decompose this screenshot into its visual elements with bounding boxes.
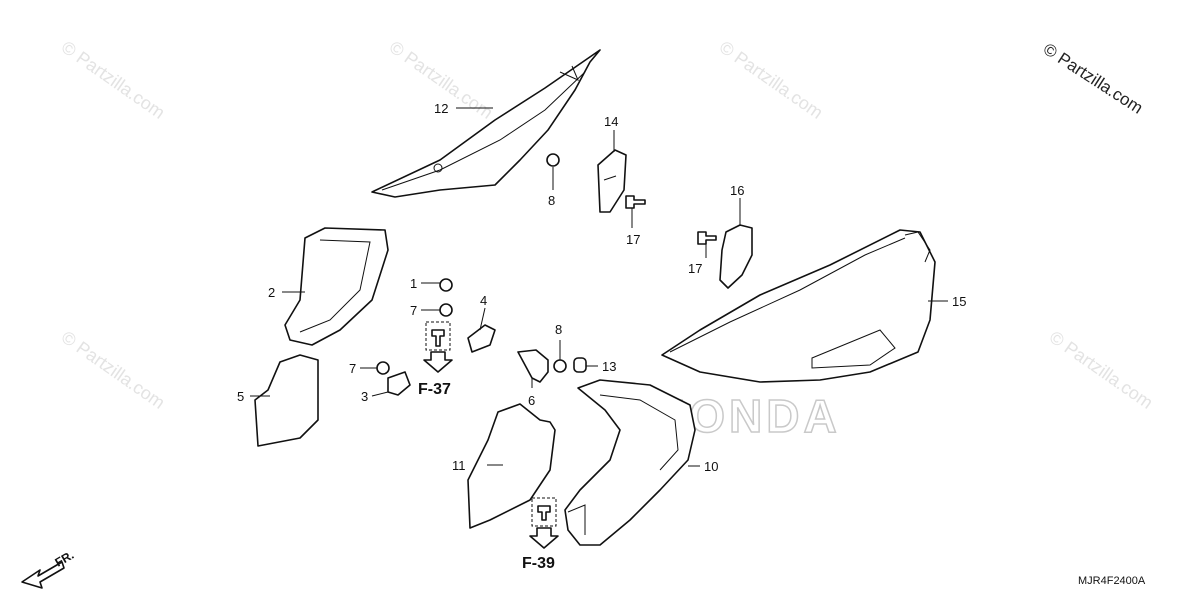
screw-f39[interactable]: [537, 505, 551, 521]
bracket-6[interactable]: [517, 349, 549, 383]
watermarks: © Partzilla.com © Partzilla.com © Partzi…: [58, 37, 1157, 413]
callout-8b: 8: [555, 322, 562, 337]
callout-15: 15: [952, 294, 966, 309]
grommet-8b[interactable]: [553, 359, 567, 373]
part-15-side-cover[interactable]: [661, 229, 936, 383]
bolt-17a[interactable]: [625, 195, 646, 209]
callout-8a: 8: [548, 193, 555, 208]
reference-f39: F-39: [522, 497, 559, 572]
part-12-rear-cowl[interactable]: [371, 49, 601, 198]
bracket-3[interactable]: [387, 371, 411, 396]
callout-10: 10: [704, 459, 718, 474]
grommet-7a[interactable]: [439, 303, 453, 317]
grommet-7b[interactable]: [376, 361, 390, 375]
grommet-8a[interactable]: [546, 153, 560, 167]
callout-7a: 7: [410, 303, 417, 318]
reference-f37: F-37: [418, 321, 453, 398]
part-14-cover[interactable]: [597, 149, 627, 213]
copyright-text: © Partzilla.com: [1040, 39, 1146, 117]
callout-14: 14: [604, 114, 618, 129]
callout-4: 4: [480, 293, 487, 308]
part-11-side-pad[interactable]: [467, 403, 556, 529]
watermark-text: © Partzilla.com: [716, 37, 827, 123]
ref-label-f39: F-39: [522, 555, 555, 572]
grommet-1[interactable]: [439, 278, 453, 292]
callout-17a: 17: [626, 232, 640, 247]
part-16-emblem[interactable]: [719, 224, 753, 289]
watermark-text: © Partzilla.com: [1046, 327, 1157, 413]
part-2-inner-panel[interactable]: [284, 227, 389, 346]
bracket-4[interactable]: [467, 324, 496, 353]
watermark-text: © Partzilla.com: [58, 37, 169, 123]
leader-lines: [250, 107, 948, 467]
callout-17b: 17: [688, 261, 702, 276]
callout-1: 1: [410, 276, 417, 291]
callout-11: 11: [452, 458, 466, 473]
callout-5: 5: [237, 389, 244, 404]
bolt-17b[interactable]: [697, 231, 717, 245]
hardware: [376, 153, 717, 521]
callout-7b: 7: [349, 361, 356, 376]
diagram-code: MJR4F2400A: [1078, 575, 1146, 587]
callouts: 12 2 5 11 10 15 14 16 8 8 17 17 1 7 7 3 …: [237, 101, 966, 474]
callout-3: 3: [361, 389, 368, 404]
callout-16: 16: [730, 183, 744, 198]
ref-label-f37: F-37: [418, 381, 451, 398]
callout-12: 12: [434, 101, 448, 116]
callout-2: 2: [268, 285, 275, 300]
collar-13[interactable]: [573, 357, 587, 373]
part-10-side-cover-inner[interactable]: [564, 379, 696, 546]
callout-6: 6: [528, 393, 535, 408]
callout-13: 13: [602, 359, 616, 374]
front-direction-icon: [21, 561, 65, 589]
watermark-text: © Partzilla.com: [58, 327, 169, 413]
part-5-side-pad[interactable]: [254, 354, 319, 447]
screw-f37[interactable]: [431, 329, 445, 347]
front-arrow: FR.: [21, 548, 76, 589]
